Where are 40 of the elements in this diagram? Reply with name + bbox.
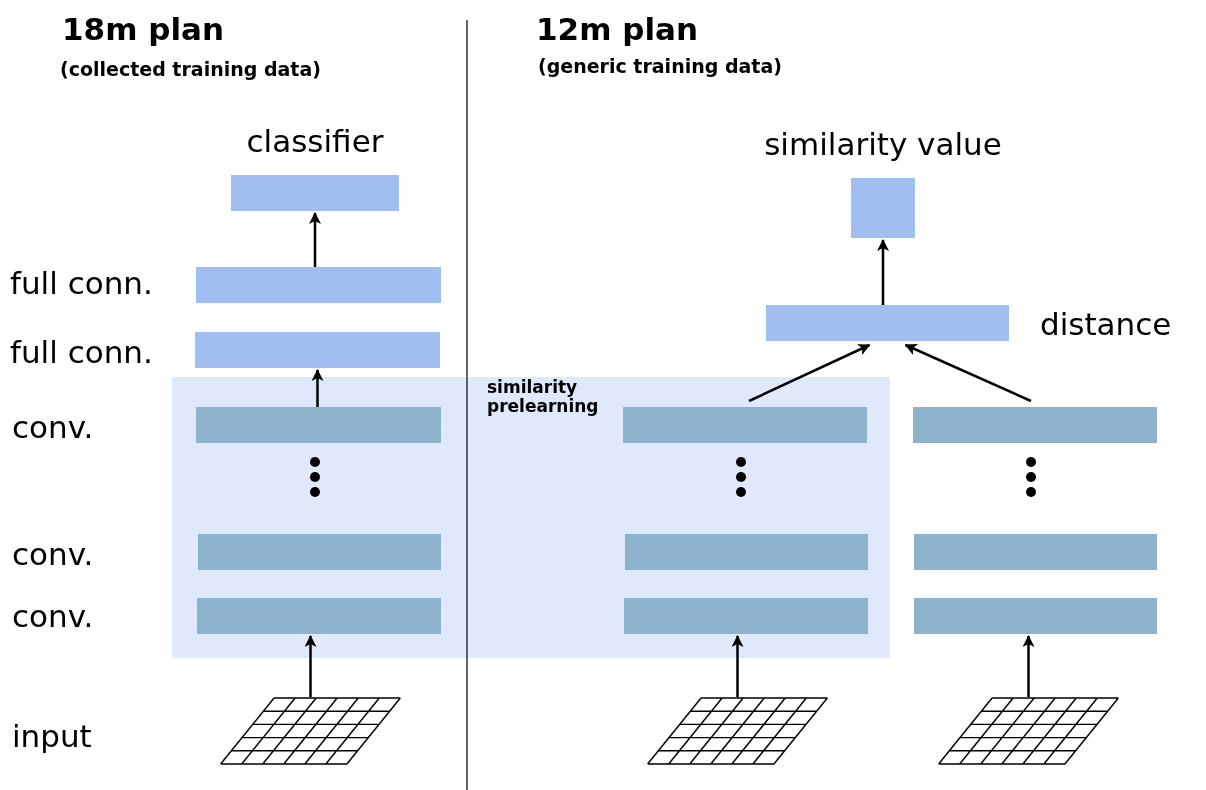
band-label: similarity prelearning	[487, 378, 600, 416]
arrow	[748, 343, 871, 403]
layer-label: full conn.	[10, 264, 153, 302]
highlight-band	[172, 377, 890, 658]
plan-subtitle: (collected training data)	[60, 58, 321, 82]
layer-label: conv.	[12, 535, 94, 573]
layer-bar	[624, 598, 868, 634]
input-grid-drawing	[936, 697, 1121, 765]
layer-bar	[196, 407, 441, 443]
arrow	[877, 239, 889, 305]
arrow	[731, 635, 744, 697]
arrow	[1022, 635, 1035, 697]
plan-title: 12m plan	[536, 10, 699, 49]
layer-bar	[231, 175, 399, 211]
layer-bar	[766, 305, 1009, 341]
plan-title: 18m plan	[62, 10, 225, 49]
layer-bar	[197, 598, 441, 634]
arrow	[309, 212, 321, 267]
layer-label: conv.	[12, 408, 94, 446]
layer-bar	[198, 534, 441, 570]
layer-heading: classifier	[246, 123, 384, 159]
layer-bar	[623, 407, 867, 443]
arrow	[311, 369, 324, 407]
layer-bar	[913, 407, 1157, 443]
layer-label: input	[12, 717, 92, 756]
arrow	[304, 635, 317, 697]
layer-heading: similarity value	[764, 126, 1002, 162]
layer-label: distance	[1040, 305, 1172, 343]
input-grid-drawing	[218, 697, 403, 765]
layer-bar	[851, 178, 915, 238]
layer-bar	[914, 534, 1157, 570]
layer-bar	[195, 332, 440, 368]
layer-label: full conn.	[10, 333, 153, 371]
layer-bar	[196, 267, 441, 303]
layer-label: conv.	[12, 597, 94, 635]
arrow	[904, 343, 1032, 403]
plan-subtitle: (generic training data)	[538, 55, 782, 79]
input-grid-drawing	[645, 697, 830, 765]
layer-bar	[914, 598, 1157, 634]
layer-bar	[625, 534, 868, 570]
